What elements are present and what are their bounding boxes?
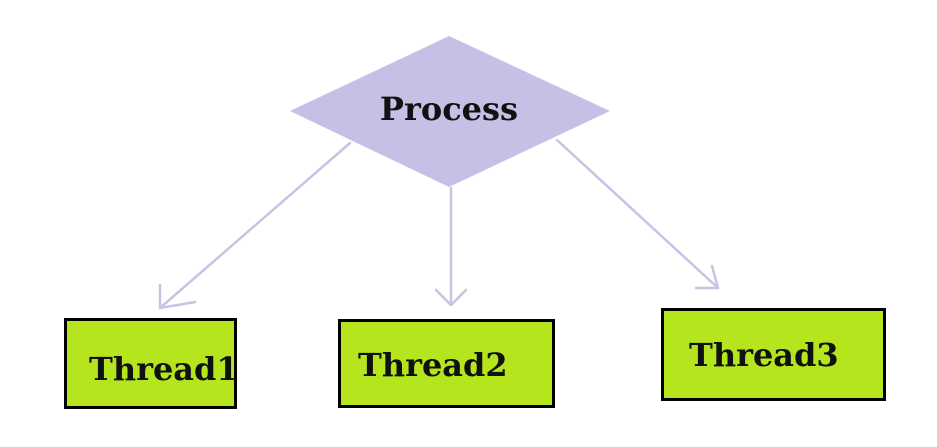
thread1-label: Thread1 — [89, 350, 239, 388]
thread2-node: Thread2 — [338, 319, 555, 408]
thread2-box — [338, 319, 555, 408]
thread2-label: Thread2 — [358, 346, 508, 384]
arrow-to-thread1 — [158, 141, 352, 310]
thread3-box — [661, 308, 886, 401]
thread3-node: Thread3 — [661, 308, 886, 401]
thread1-node: Thread1 — [64, 318, 239, 409]
process-node: Process — [290, 36, 610, 187]
arrows — [158, 138, 720, 310]
thread3-label: Thread3 — [689, 336, 839, 374]
arrow-to-thread3 — [555, 138, 720, 290]
process-label: Process — [380, 90, 518, 128]
process-diamond — [290, 36, 610, 187]
thread1-box — [64, 318, 237, 409]
arrow-to-thread2 — [434, 186, 468, 307]
